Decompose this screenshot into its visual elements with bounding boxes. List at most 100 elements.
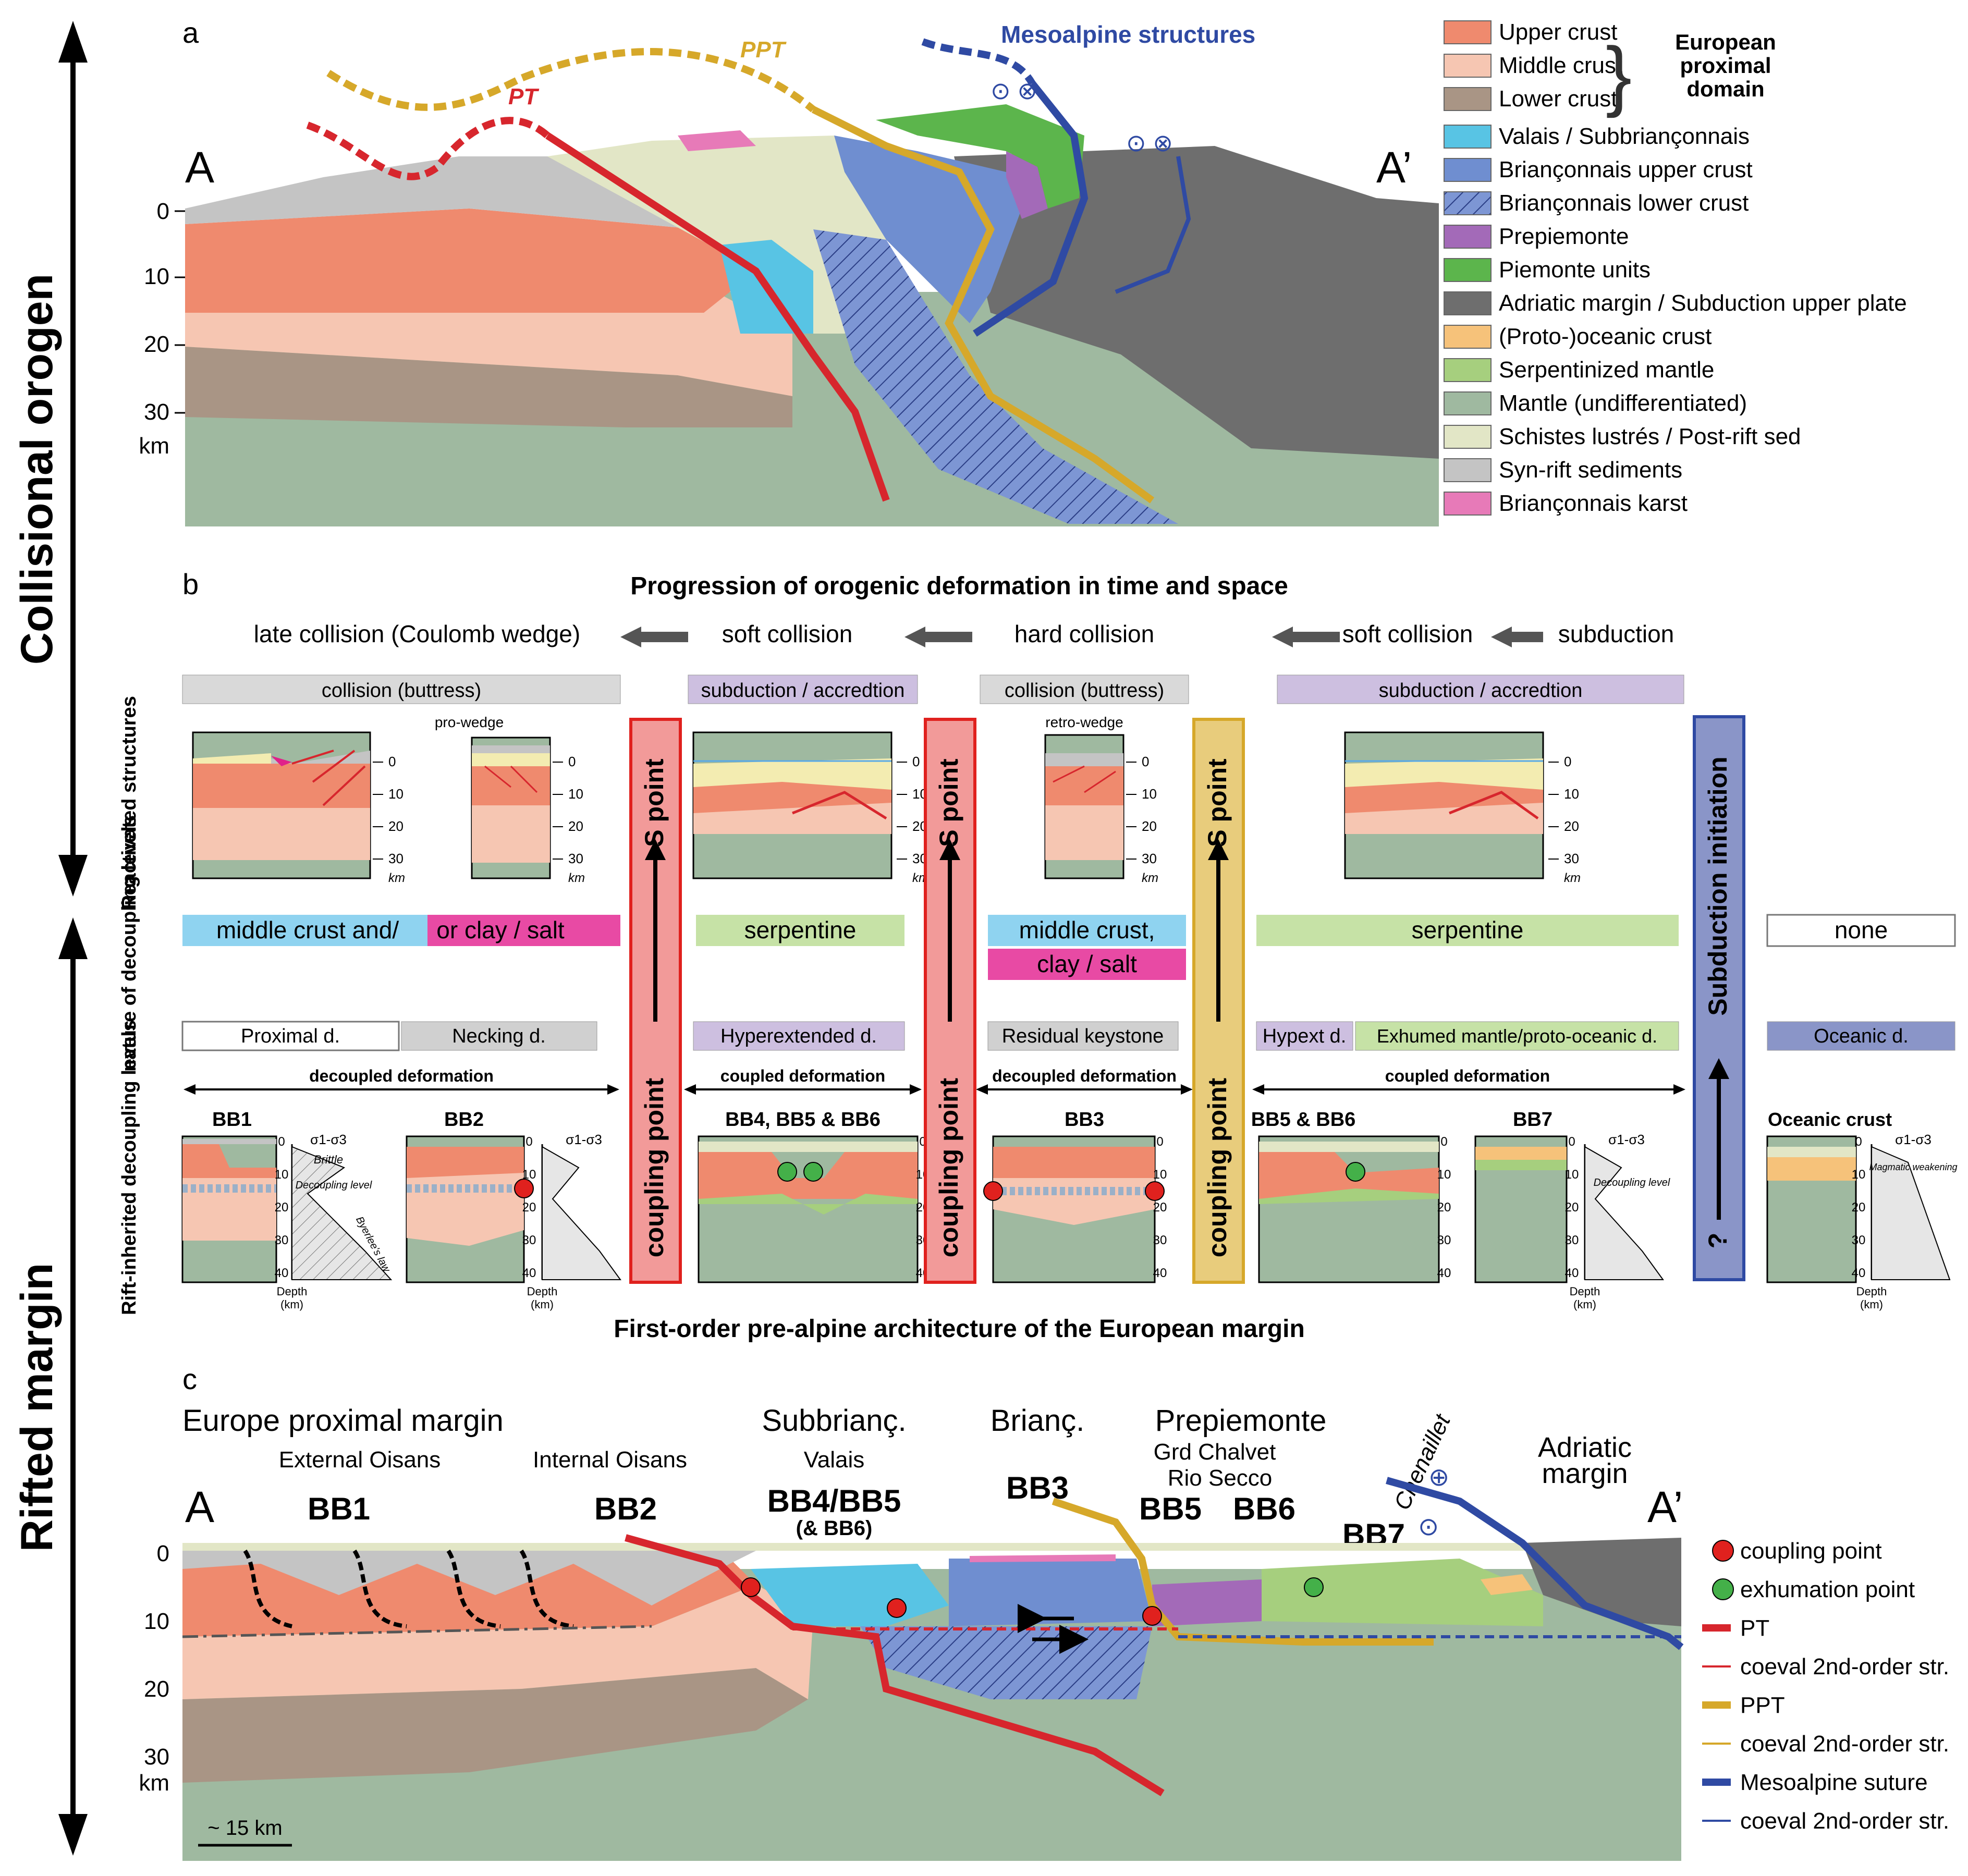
domain-proximal-label: Proximal d.: [241, 1025, 340, 1047]
karst-c: [970, 1554, 1116, 1562]
legend-a-item: Serpentinized mantle: [1444, 357, 1714, 383]
exhumation-point-c: [1304, 1577, 1324, 1597]
deep-ticks: 0102030400102030400102030400102030400102…: [275, 1135, 1866, 1280]
deep-tick: 20: [1565, 1200, 1579, 1215]
synrift-c: [182, 1551, 756, 1605]
exhumation-point-3: [1346, 1162, 1365, 1182]
karst-a: [678, 130, 756, 151]
legend-a-swatch: [1444, 325, 1492, 349]
basin-bb56: BB5 & BB6: [1251, 1109, 1356, 1131]
c-depth-0: 0: [157, 1541, 169, 1566]
deformation-c2-label: coupled deformation: [1385, 1066, 1550, 1085]
panel-b: b Progression of orogenic deformation in…: [118, 568, 1958, 1343]
strength-profile-2: σ1-σ3 Depth (km): [527, 1132, 621, 1311]
deformation-c2: coupled deformation: [1252, 1066, 1685, 1095]
basin-sketch-bb56: [1258, 1135, 1440, 1283]
deep-tick: 10: [1565, 1168, 1579, 1182]
deep-tick: 40: [1437, 1266, 1451, 1280]
meso-fault-a2: [1115, 156, 1191, 294]
profile-3-dec: Decoupling level: [1594, 1177, 1670, 1188]
legend-a-label: Prepiemonte: [1499, 224, 1629, 249]
stage-arrow-4: [1491, 627, 1543, 647]
legend-a-label: Briançonnais karst: [1499, 491, 1688, 516]
profile-4-km: (km): [1860, 1298, 1883, 1311]
basin-c-bb6: (& BB6): [796, 1517, 873, 1540]
deep-tick: 30: [1437, 1233, 1451, 1247]
reactivated-sketch-3: [692, 731, 893, 879]
legend-a-item: Middle crust: [1444, 53, 1622, 78]
out-of-plane-symbol-2: ⊙ ⊗: [1126, 129, 1173, 156]
legend-c-item: coeval 2nd-order str.: [1702, 1808, 1949, 1834]
bar-subduction-label: Subduction initiation: [1703, 756, 1732, 1015]
bar-s-point-1: S point coupling point: [629, 718, 682, 1284]
piemonte-a: [876, 104, 1084, 209]
adriatic-c: [1522, 1538, 1681, 1626]
deep-tick: 30: [1153, 1233, 1167, 1247]
legend-a-label: Valais / Subbriançonnais: [1499, 124, 1750, 149]
decoupling-serp-bar: [696, 915, 904, 946]
deformation-c1: coupled deformation: [684, 1066, 922, 1095]
meso-label-a: Mesoalpine structures: [1001, 21, 1255, 48]
deep-tick: 0: [525, 1135, 532, 1149]
sketch-tick: 0: [388, 754, 396, 769]
deep-tick: 30: [1852, 1233, 1866, 1247]
legend-a-swatch: [1444, 258, 1492, 282]
decoupling-mc-label: middle crust and/: [216, 916, 399, 943]
sketch-km: km: [388, 871, 405, 885]
meso-trace-a: [921, 38, 1036, 85]
row-label-nature: nature of decoupling levels: [118, 815, 140, 1072]
legend-a-item: Mantle (undifferentiated): [1444, 390, 1747, 416]
basin-c-bb1: BB1: [308, 1491, 370, 1526]
mode-bar-4: [1277, 675, 1684, 704]
coupling-point-bb2: [514, 1179, 534, 1198]
legend-a-item: Syn-rift sediments: [1444, 457, 1682, 483]
mode-bar-2: [688, 675, 918, 704]
bar-s-point-2-s: S point: [934, 758, 963, 847]
basin-c-bb5: BB5: [1139, 1491, 1202, 1526]
briancon-upper-c: [949, 1559, 1152, 1626]
legend-a-swatch: [1444, 158, 1492, 182]
profile-3-depth: Depth: [1570, 1285, 1600, 1298]
legend-c-label: coeval 2nd-order str.: [1740, 1654, 1949, 1679]
panel-a-letter: a: [182, 16, 199, 49]
prepiemonte-a: [1006, 151, 1048, 219]
legend-a-item: Briançonnais karst: [1444, 491, 1688, 516]
sketch-km: km: [1564, 871, 1581, 885]
sketch-km: km: [568, 871, 585, 885]
legend-a-swatch: [1444, 291, 1492, 315]
region-pre: Prepiemonte: [1155, 1404, 1327, 1438]
legend-a-label: Mantle (undifferentiated): [1499, 390, 1747, 416]
profile-4-sigma: σ1-σ3: [1895, 1132, 1932, 1147]
legend-c-label: coeval 2nd-order str.: [1740, 1808, 1949, 1834]
out-of-plane-c1: ⊕: [1428, 1464, 1449, 1491]
mode-3-label: collision (buttress): [1005, 680, 1164, 702]
profile-4-mag: Magmatic weakening: [1869, 1162, 1957, 1172]
deep-tick: 10: [1437, 1168, 1451, 1182]
panel-a: a A A’ 0 10 20 30 km PPT PT: [139, 16, 1907, 526]
deformation-d2: decoupled deformation: [976, 1066, 1193, 1095]
legend-c-item: Mesoalpine suture: [1702, 1770, 1928, 1795]
strength-profile-4: σ1-σ3 Magmatic weakening Depth (km): [1856, 1132, 1958, 1311]
pt-trace-a: [306, 117, 550, 180]
domain-exhumed-label: Exhumed mantle/proto-oceanic d.: [1377, 1025, 1657, 1047]
sketch-tick: 20: [1564, 818, 1579, 834]
out-of-plane-c2: ⊙: [1418, 1513, 1439, 1541]
legend-a-label: Piemonte units: [1499, 257, 1651, 283]
profile-1-sigma: σ1-σ3: [310, 1132, 347, 1147]
legend-brace: }: [1606, 31, 1632, 118]
domain-exhumed: [1355, 1021, 1679, 1051]
basin-c-bb45: BB4/BB5: [767, 1483, 901, 1518]
legend-c-label: exhumation point: [1740, 1577, 1915, 1602]
region-grd: Grd Chalvet: [1154, 1439, 1276, 1465]
depth-20: 20: [144, 332, 169, 357]
reactivated-sketch-1: [192, 731, 371, 879]
profile-1-depth: Depth: [277, 1285, 308, 1298]
domain-proximal: [181, 1021, 400, 1051]
deep-tick: 30: [522, 1233, 536, 1247]
brace-label-2: proximal: [1680, 53, 1771, 78]
sketch-tick: 30: [568, 851, 583, 866]
legend-a-item: Piemonte units: [1444, 257, 1651, 283]
panel-b-title: Progression of orogenic deformation in t…: [630, 572, 1288, 600]
